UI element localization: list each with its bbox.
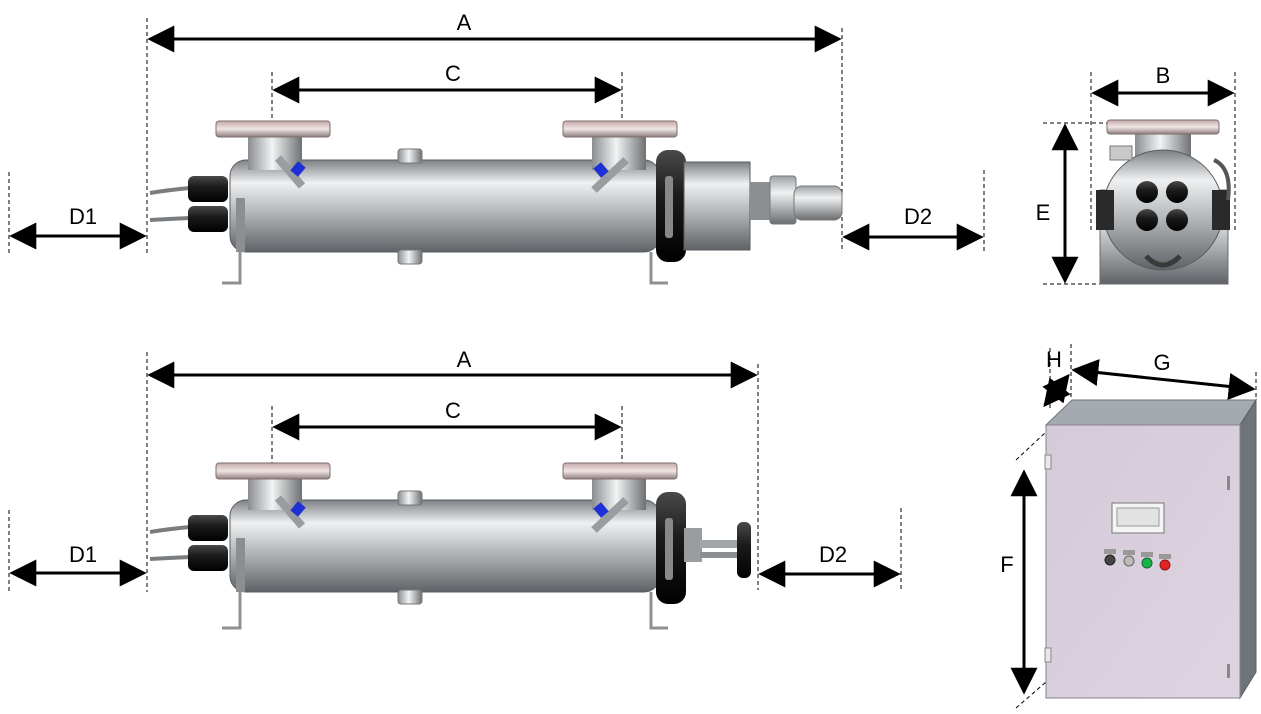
wiper-rod <box>700 552 740 558</box>
indicator-light-icon <box>1123 555 1135 567</box>
button-bezel <box>1141 552 1153 557</box>
lamp-socket-icon <box>1136 209 1158 231</box>
dimension-arrows-end-view <box>1051 79 1235 284</box>
label-D1: D1 <box>69 204 97 229</box>
button-bezel <box>1104 549 1116 554</box>
clamp-latch <box>665 518 673 580</box>
support-leg <box>649 252 668 285</box>
lamp-socket-icon <box>1136 181 1158 203</box>
sensor-port-icon <box>274 495 306 529</box>
dimension-arrows-cabinet <box>1010 359 1256 695</box>
lamp-socket-icon <box>1166 181 1188 203</box>
wiper-motor-icon <box>793 185 843 221</box>
button-bezel <box>1123 550 1135 555</box>
end-view-sensor <box>1109 145 1133 161</box>
cabinet-side <box>1239 398 1257 700</box>
reactor-top: A C D1 D2 <box>8 10 985 285</box>
start-button-icon <box>1141 557 1153 569</box>
end-view-chamber <box>1102 149 1224 271</box>
label-A: A <box>457 10 472 35</box>
end-plate <box>236 538 245 592</box>
door-lock <box>1227 476 1230 490</box>
end-view-cable <box>1213 158 1231 201</box>
end-view-clamp <box>1212 190 1230 230</box>
display-window <box>1116 507 1160 527</box>
label-G: G <box>1153 350 1170 375</box>
sensor-port-icon <box>591 497 629 533</box>
sensor-port-icon <box>274 155 306 189</box>
inlet-neck <box>248 134 302 170</box>
label-C: C <box>445 61 461 86</box>
selector-switch-icon <box>1104 554 1116 566</box>
control-cabinet: G H F <box>1000 344 1257 709</box>
end-view-flange <box>1106 119 1220 135</box>
label-A: A <box>457 347 472 372</box>
support-leg <box>649 592 668 630</box>
support-leg <box>222 592 242 630</box>
label-B: B <box>1156 63 1171 88</box>
label-F: F <box>1000 552 1013 577</box>
lamp-cap-icon <box>188 206 228 232</box>
cabinet-top <box>1044 399 1257 426</box>
inlet-flange <box>215 462 331 480</box>
inlet-neck <box>248 474 302 510</box>
outlet-flange <box>562 120 678 138</box>
drain-port <box>397 589 423 605</box>
drain-port <box>397 249 423 265</box>
label-D1: D1 <box>69 542 97 567</box>
support-leg <box>222 252 242 285</box>
end-view-handle <box>1144 254 1182 268</box>
label-H: H <box>1046 347 1062 372</box>
end-view-clamp <box>1096 190 1114 230</box>
lamp-cap-icon <box>188 176 228 202</box>
stop-button-icon <box>1159 559 1171 571</box>
wiper-rod <box>700 540 740 548</box>
vent-port <box>397 490 423 506</box>
lamp-cap-icon <box>188 515 228 541</box>
door-lock <box>1227 664 1230 678</box>
vent-port <box>397 148 423 164</box>
inlet-flange <box>215 120 331 138</box>
label-C: C <box>445 398 461 423</box>
lamp-cables-bottom <box>149 525 191 561</box>
lamp-cables-top <box>149 186 191 222</box>
door-hinge <box>1044 454 1052 470</box>
outlet-flange <box>562 462 678 480</box>
motor-coupling <box>750 182 772 220</box>
reactor-end-view: B E <box>1036 63 1236 285</box>
lamp-socket-icon <box>1166 209 1188 231</box>
end-cap <box>684 528 702 562</box>
manual-wiper-handle-icon <box>737 522 751 578</box>
end-housing <box>683 161 751 251</box>
lamp-cap-icon <box>188 545 228 571</box>
label-D2: D2 <box>904 204 932 229</box>
dimension-arrows-top <box>9 25 984 251</box>
label-D2: D2 <box>819 542 847 567</box>
door-hinge <box>1044 647 1052 663</box>
reactor-bottom: A C D1 D2 <box>8 347 902 630</box>
sensor-port-icon <box>591 157 629 193</box>
label-E: E <box>1036 200 1051 225</box>
dimension-arrows-bottom <box>9 361 901 588</box>
clamp-latch <box>665 176 673 238</box>
button-bezel <box>1159 554 1171 559</box>
motor-flange <box>769 175 797 225</box>
end-plate <box>236 198 245 252</box>
